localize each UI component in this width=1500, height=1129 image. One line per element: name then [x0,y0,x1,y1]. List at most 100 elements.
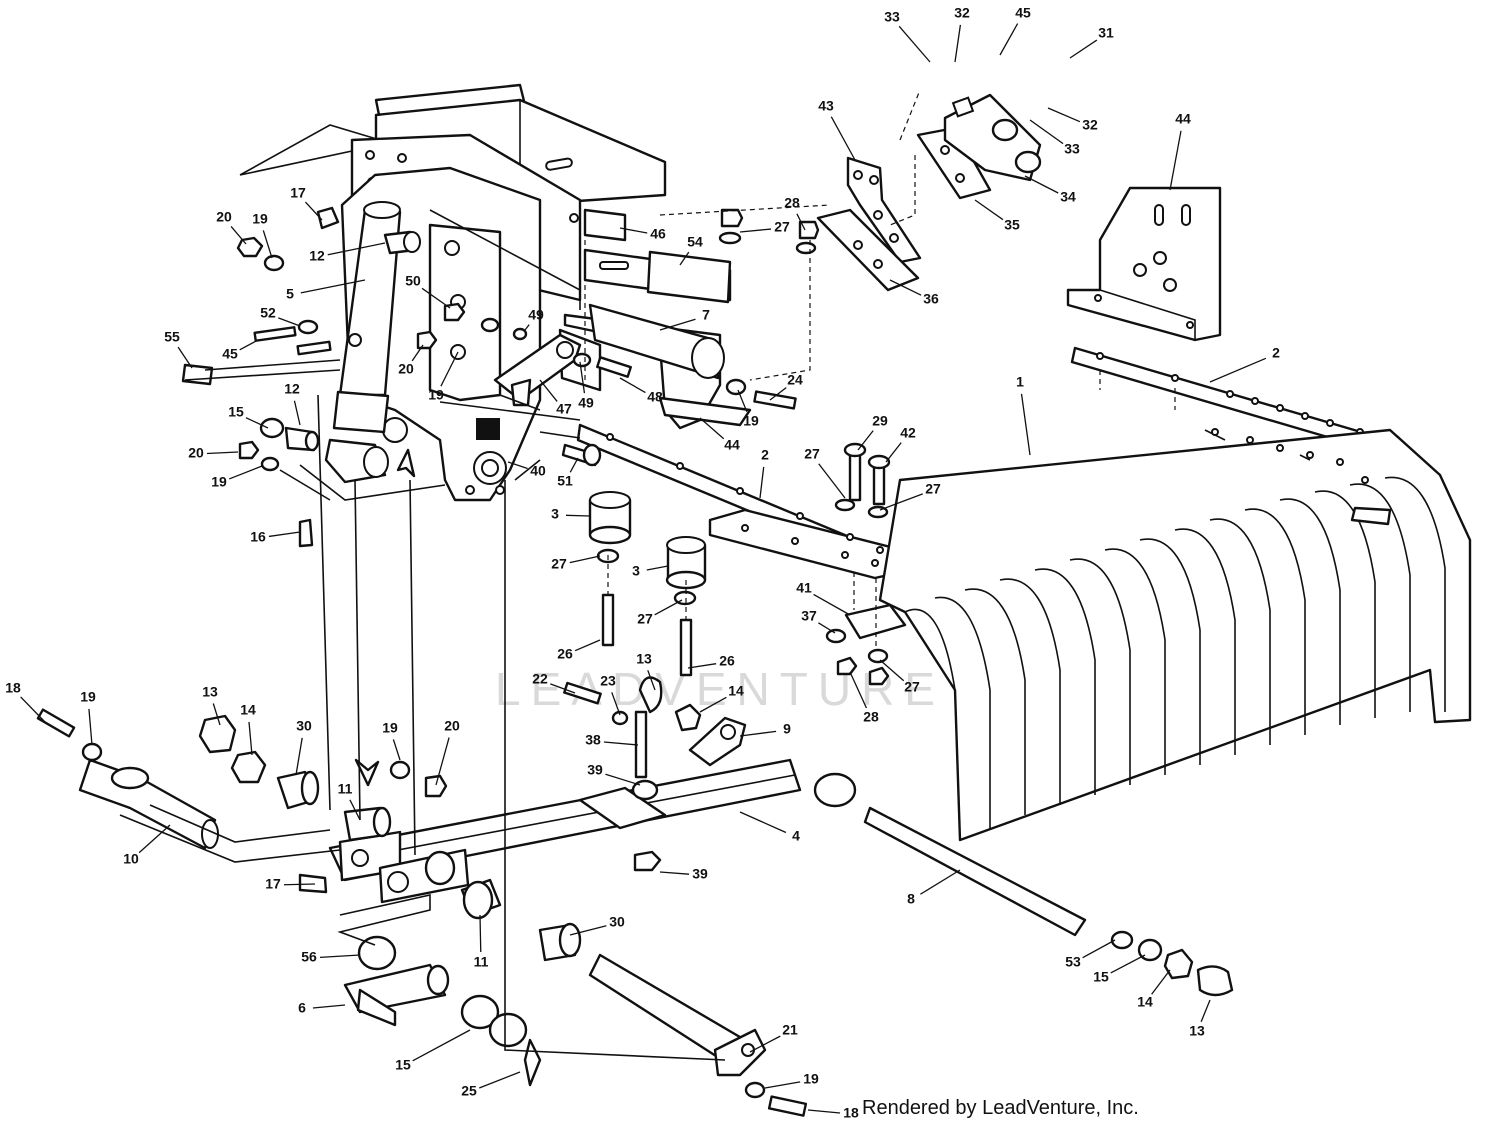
callout-label: 11 [338,781,353,797]
callout-label: 19 [428,387,444,403]
callout-leader [565,514,591,517]
callout-label: 28 [863,709,879,725]
callout-label: 53 [1065,954,1081,970]
callout-label: 27 [925,481,941,497]
callout-label: 7 [702,307,710,323]
callout-label: 27 [804,446,820,462]
callout-leader [245,417,269,429]
callout-leader [879,659,905,682]
callout-leader [1169,130,1182,191]
callout-label: 19 [803,1071,819,1087]
callout-leader [920,869,961,895]
hydraulic-cylinder [324,201,421,484]
callout-leader [654,599,683,616]
spacers-and-bolts [561,208,891,686]
callout-leader [283,883,316,886]
callout-leader [1069,39,1098,59]
callout-label: 32 [1082,117,1098,133]
callout-label: 45 [222,346,238,362]
mower-deck [878,428,1472,842]
callout-leader [605,773,641,786]
callout-label: 20 [444,718,460,734]
callout-label: 24 [787,372,803,388]
callout-leader [88,708,93,746]
callout-leader [569,555,601,564]
callout-leader [699,696,727,713]
callout-label: 16 [250,529,266,545]
callout-leader [579,361,586,394]
callout-leader [759,466,765,499]
callout-leader [885,442,902,463]
assembly-lines [119,89,1176,1061]
callout-leader [1047,107,1081,123]
callout-label: 20 [188,445,204,461]
callout-label: 30 [296,718,312,734]
callout-label: 37 [801,608,817,624]
callout-label: 1 [1016,374,1024,390]
callout-leader [412,1029,471,1062]
callout-label: 54 [687,234,703,250]
callout-label: 50 [405,273,421,289]
arrow-down-icon [354,758,380,787]
callout-leader [619,227,648,234]
callout-label: 20 [216,209,232,225]
callout-label: 23 [600,673,616,689]
callout-leader [679,251,690,266]
callout-label: 15 [395,1057,411,1073]
callout-label: 45 [1015,5,1031,21]
callout-label: 41 [796,580,812,596]
callout-leader [138,824,171,854]
callout-label: 28 [784,195,800,211]
callout-label: 49 [528,307,544,323]
callout-label: 18 [5,680,21,696]
callout-label: 36 [923,291,939,307]
callout-label: 44 [724,437,740,453]
callout-label: 15 [228,404,244,420]
callout-leader [737,389,748,413]
callout-leader [830,116,856,161]
callout-leader [818,622,836,634]
callout-label: 8 [907,891,915,907]
callout-label: 14 [240,702,256,718]
callout-leader [898,25,931,63]
callout-label: 35 [1004,217,1020,233]
callout-leader [1029,119,1064,145]
callout-leader [739,811,787,834]
callout-label: 19 [743,413,759,429]
callout-label: 32 [954,5,970,21]
callout-leader [813,593,851,616]
callout-label: 18 [843,1105,859,1121]
callout-leader [524,324,530,331]
callout-label: 22 [532,671,548,687]
callout-leader [889,279,922,296]
callout-label: 26 [557,646,573,662]
callout-leader [248,721,253,756]
callout-leader [20,696,46,723]
callout-leader [619,377,646,394]
callout-label: 52 [260,305,276,321]
callout-label: 4 [792,828,800,844]
callout-label: 56 [301,949,317,965]
callout-label: 33 [1064,141,1080,157]
callout-leader [574,639,601,652]
callout-label: 42 [900,425,916,441]
callout-label: 12 [284,381,300,397]
callout-leader [539,379,558,402]
callout-leader [1200,999,1211,1023]
callout-label: 3 [632,563,640,579]
callout-leader [647,670,656,691]
callout-label: 46 [650,226,666,242]
callout-leader [999,23,1019,56]
callout-label: 13 [636,651,652,667]
callout-leader [611,692,621,716]
callout-label: 49 [578,395,594,411]
callout-leader [228,465,263,480]
callout-label: 14 [1137,994,1153,1010]
callout-leader [268,531,301,538]
callout-label: 21 [782,1022,798,1038]
callout-leader [796,213,806,231]
callout-leader [206,451,239,455]
callout-leader [177,346,193,369]
callout-leader [278,317,301,327]
callout-leader [293,400,301,426]
